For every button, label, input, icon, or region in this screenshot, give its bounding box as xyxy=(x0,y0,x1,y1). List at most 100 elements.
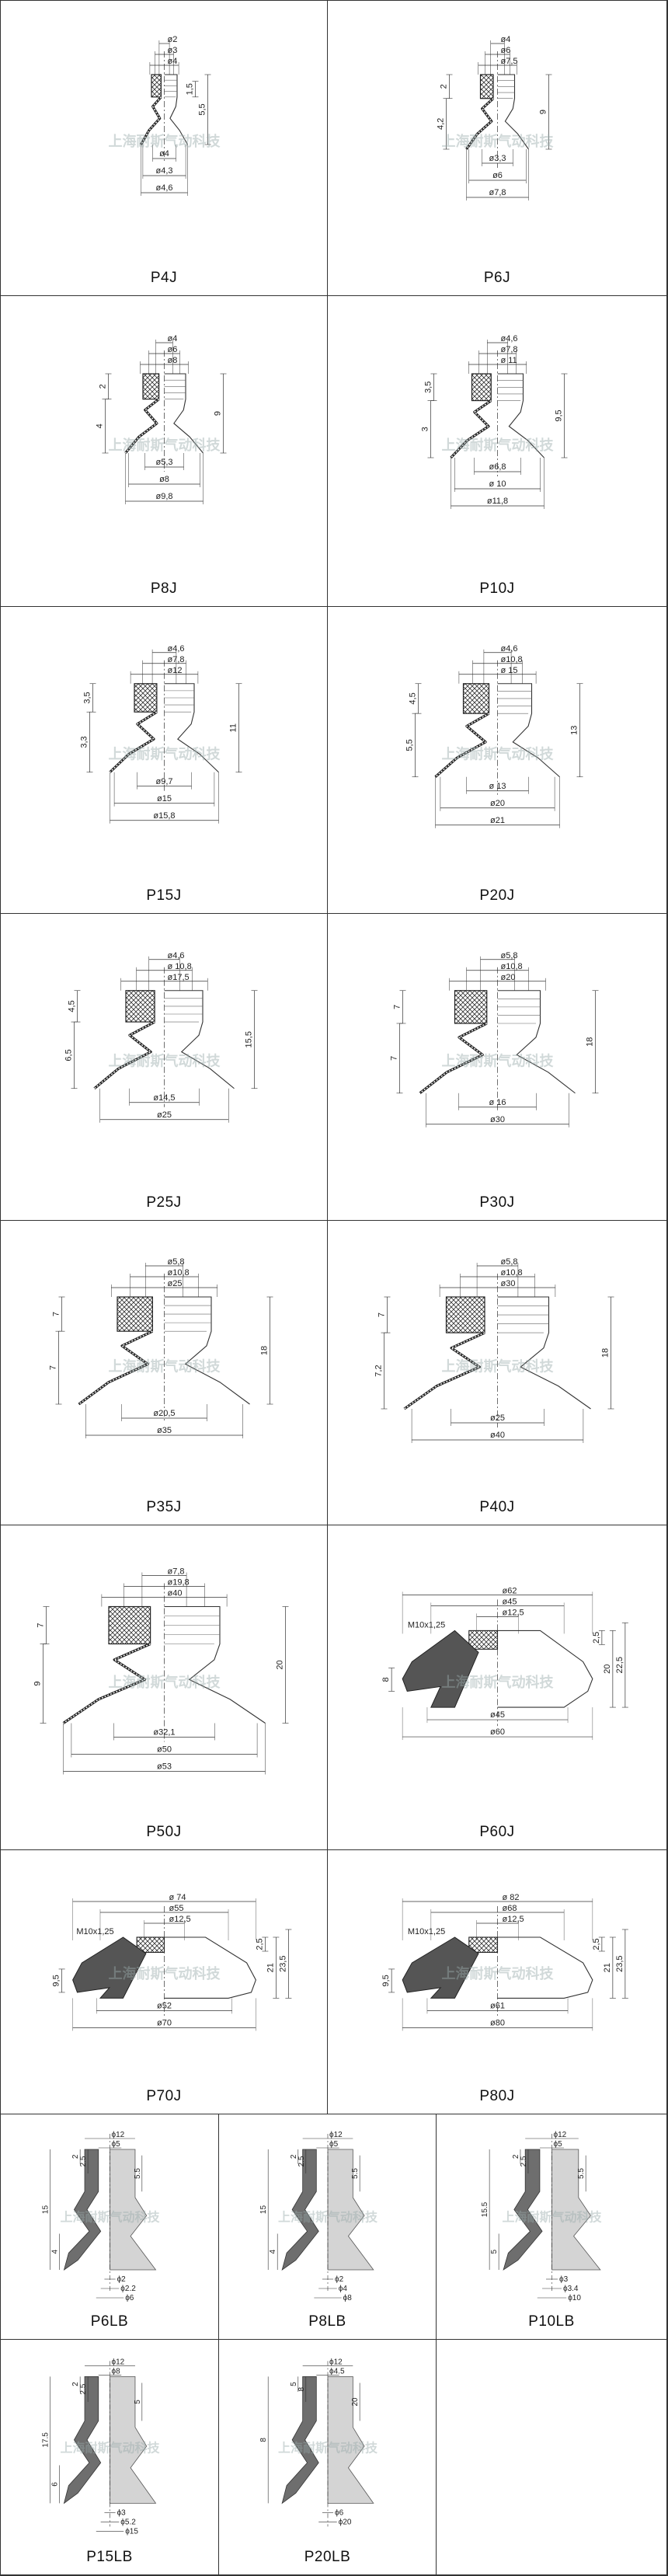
dimension-label: ø30 xyxy=(501,1279,516,1288)
dimension-label: ø20 xyxy=(490,799,505,808)
section-left-dark xyxy=(281,2376,319,2505)
dimension-label: ø4 xyxy=(159,149,169,159)
section-neck xyxy=(445,1296,485,1333)
dimension-label: 2 xyxy=(512,2154,520,2159)
dimension-label: ø6 xyxy=(168,345,178,354)
dimension-label: ø19,8 xyxy=(168,1578,190,1588)
dimension-label: 22,5 xyxy=(615,1657,625,1673)
watermark: 上海耐斯气动科技 xyxy=(109,1674,221,1690)
dimension-label: 2.5 xyxy=(79,2156,88,2166)
dimension-label: 4 xyxy=(50,2250,59,2254)
part-number-caption: P80J xyxy=(479,2088,515,2104)
outline-right xyxy=(497,1936,593,1999)
dimension-label: ø20 xyxy=(501,973,516,982)
dimension-label: ϕ12 xyxy=(554,2131,567,2139)
dimension-label: 7 xyxy=(377,1312,387,1317)
dimension-label: 6 xyxy=(50,2482,59,2487)
dimension-label: 23,5 xyxy=(615,1955,625,1971)
dimension-label: 2 xyxy=(440,84,449,89)
dimension-label: ø8 xyxy=(159,475,169,484)
dimension-label: ø12,5 xyxy=(503,1915,524,1924)
dimension-label: 2,5 xyxy=(255,1938,264,1950)
dimension-label: 4,5 xyxy=(68,1000,77,1012)
part-number-caption: P50J xyxy=(146,1824,182,1840)
dimension-label: 7 xyxy=(52,1312,61,1316)
dimension-label: ϕ3.4 xyxy=(563,2285,579,2293)
part-number-caption: P60J xyxy=(479,1824,515,1840)
dimension-label: ø32,1 xyxy=(153,1728,175,1738)
bellows-outline-right xyxy=(164,1605,266,1724)
dimension-label: 5.5 xyxy=(134,2168,142,2179)
thread-label: M10x1,25 xyxy=(408,1927,445,1936)
dimension-label: ø50 xyxy=(157,1745,172,1755)
dimension-label: ϕ15 xyxy=(125,2527,138,2536)
section-lip-left xyxy=(402,1630,479,1708)
dimension-label: ø40 xyxy=(490,1431,505,1440)
dimension-label: 7 xyxy=(37,1623,46,1627)
body-right-shaded xyxy=(110,2149,157,2271)
section-left-dark xyxy=(63,2149,102,2271)
section-neck xyxy=(454,990,488,1024)
dimension-label: 5 xyxy=(134,2400,142,2404)
dimension-label: ø3,3 xyxy=(489,154,506,163)
dimension-label: 15 xyxy=(41,2205,50,2215)
dimension-label: 20 xyxy=(351,2397,360,2407)
section-left-dark xyxy=(281,2149,319,2271)
dimension-label: ø4,6 xyxy=(501,334,518,343)
dimension-label: 5.5 xyxy=(577,2168,586,2179)
section-left-dark xyxy=(63,2376,102,2505)
watermark: 上海耐斯气动科技 xyxy=(278,2210,378,2225)
dimension-label: ø4,6 xyxy=(168,951,185,960)
dimension-label: ø 82 xyxy=(503,1893,520,1902)
dimension-label: ø 74 xyxy=(169,1893,186,1902)
dimension-label: ø25 xyxy=(168,1279,183,1288)
dimension-label: ø7,8 xyxy=(489,188,506,197)
dimension-label: ϕ5 xyxy=(329,2140,339,2149)
section-neck xyxy=(134,683,158,713)
dimension-label: ø45 xyxy=(503,1597,517,1606)
dimension-label: ø70 xyxy=(157,2018,172,2027)
dimension-label: 3 xyxy=(421,427,430,431)
outline-right xyxy=(497,1630,593,1708)
dimension-label: 15.5 xyxy=(481,2201,489,2217)
dimension-label: ø3 xyxy=(168,46,178,55)
dimension-label: ø10,8 xyxy=(501,962,523,971)
part-number-caption: P20J xyxy=(479,887,515,904)
dimension-label: ø10,8 xyxy=(168,1268,190,1278)
dimension-label: ø7,8 xyxy=(168,655,185,664)
dimension-label: 2,5 xyxy=(592,1938,601,1950)
dimension-label: 3,5 xyxy=(424,382,433,393)
watermark: 上海耐斯气动科技 xyxy=(442,133,555,149)
dimension-label: ø6 xyxy=(492,171,503,180)
dimension-label: ø2 xyxy=(168,35,178,44)
body-right-shaded xyxy=(327,2149,374,2271)
threaded-insert xyxy=(468,1630,499,1650)
bellows-outline-right xyxy=(164,74,188,145)
dimension-label: ϕ5.2 xyxy=(120,2518,136,2526)
dimension-label: 15,5 xyxy=(245,1031,254,1047)
dimension-label: 2 xyxy=(99,384,108,389)
dimension-label: ø4,6 xyxy=(501,644,518,654)
outline-right xyxy=(164,1936,256,1999)
dimension-label: ø30 xyxy=(490,1115,505,1124)
watermark: 上海耐斯气动科技 xyxy=(278,2441,378,2456)
section-neck xyxy=(125,990,155,1023)
dimension-label: 1,5 xyxy=(186,83,195,95)
dimension-label: ø12,5 xyxy=(169,1915,191,1924)
dimension-label: ø8 xyxy=(168,356,178,365)
dimension-label: 13 xyxy=(570,726,579,735)
